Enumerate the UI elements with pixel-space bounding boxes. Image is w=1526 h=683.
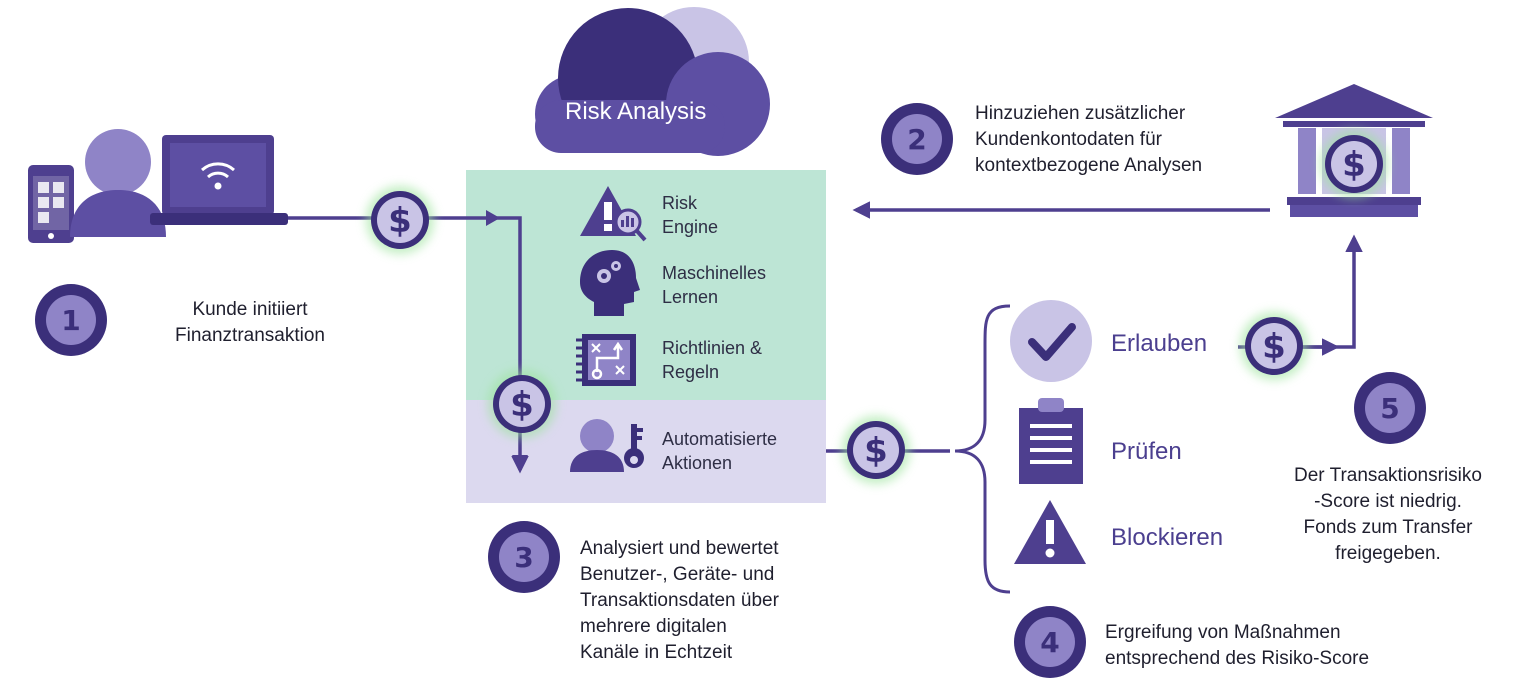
- coin-actions-dollar-icon: $: [842, 416, 910, 484]
- cloud-title: Risk Analysis: [565, 98, 707, 125]
- engine-label-risk-engine: Risk Engine: [662, 193, 719, 237]
- step-number-2: 2: [907, 123, 927, 156]
- step-text-5: Der Transaktionsrisiko -Score ist niedri…: [1294, 465, 1482, 564]
- coin-allow-symbol: $: [1262, 327, 1286, 367]
- machine-learning-head-icon: [580, 250, 640, 316]
- step-circles: [35, 103, 1426, 678]
- risk-warning-icon: [580, 186, 647, 242]
- step-text-2: Hinzuziehen zusätzlicher Kundenkontodate…: [975, 103, 1203, 176]
- customer-devices-icon: [28, 129, 288, 243]
- clipboard-icon: [1019, 398, 1083, 484]
- coin-customer-dollar-icon: $: [366, 186, 434, 254]
- step-text-4: Ergreifung von Maßnahmen entsprechend de…: [1105, 622, 1370, 669]
- user-key-icon: [570, 419, 644, 472]
- step-text-3: Analysiert und bewertet Benutzer-, Gerät…: [580, 538, 779, 663]
- checkmark-icon: [1010, 300, 1092, 382]
- risk-engine-panel: [466, 170, 826, 503]
- step-circle-3: [488, 521, 560, 593]
- engine-label-machine-learning: Maschinelles Lernen: [662, 263, 767, 307]
- action-label-block: Blockieren: [1111, 524, 1224, 551]
- flow-arrow-marks: [486, 210, 528, 470]
- step-number-1: 1: [61, 304, 81, 337]
- coin-bank-dollar-icon: $: [1320, 130, 1388, 198]
- engine-label-automated-actions: Automatisierte Aktionen: [662, 429, 778, 473]
- coin-engine-symbol: $: [510, 385, 534, 425]
- engine-label-policies-rules: Richtlinien & Regeln: [662, 338, 763, 382]
- step-circle-5: [1354, 372, 1426, 444]
- cloud-icon: [535, 7, 770, 156]
- step-circle-2: [881, 103, 953, 175]
- action-label-review: Prüfen: [1111, 438, 1182, 465]
- action-brace: [954, 304, 1011, 594]
- coin-engine-dollar-icon: $: [488, 370, 556, 438]
- coin-bank-symbol: $: [1342, 145, 1366, 185]
- warning-triangle-icon: [1014, 500, 1086, 564]
- coin-allow-dollar-icon: $: [1240, 312, 1308, 380]
- policy-rules-icon: [576, 334, 636, 386]
- action-label-allow: Erlauben: [1111, 330, 1208, 357]
- step-text-1: Kunde initiiert Finanztransaktion: [175, 299, 325, 346]
- step-circle-1: [35, 284, 107, 356]
- step-number-3: 3: [514, 541, 534, 574]
- step-number-5: 5: [1380, 392, 1400, 425]
- coin-customer-symbol: $: [388, 201, 412, 241]
- wifi-icon: [201, 162, 235, 179]
- step-number-4: 4: [1040, 626, 1060, 659]
- dollar-coins: $ $ $ $ $: [366, 130, 1388, 484]
- step-circle-4: [1014, 606, 1086, 678]
- coin-actions-symbol: $: [864, 431, 888, 471]
